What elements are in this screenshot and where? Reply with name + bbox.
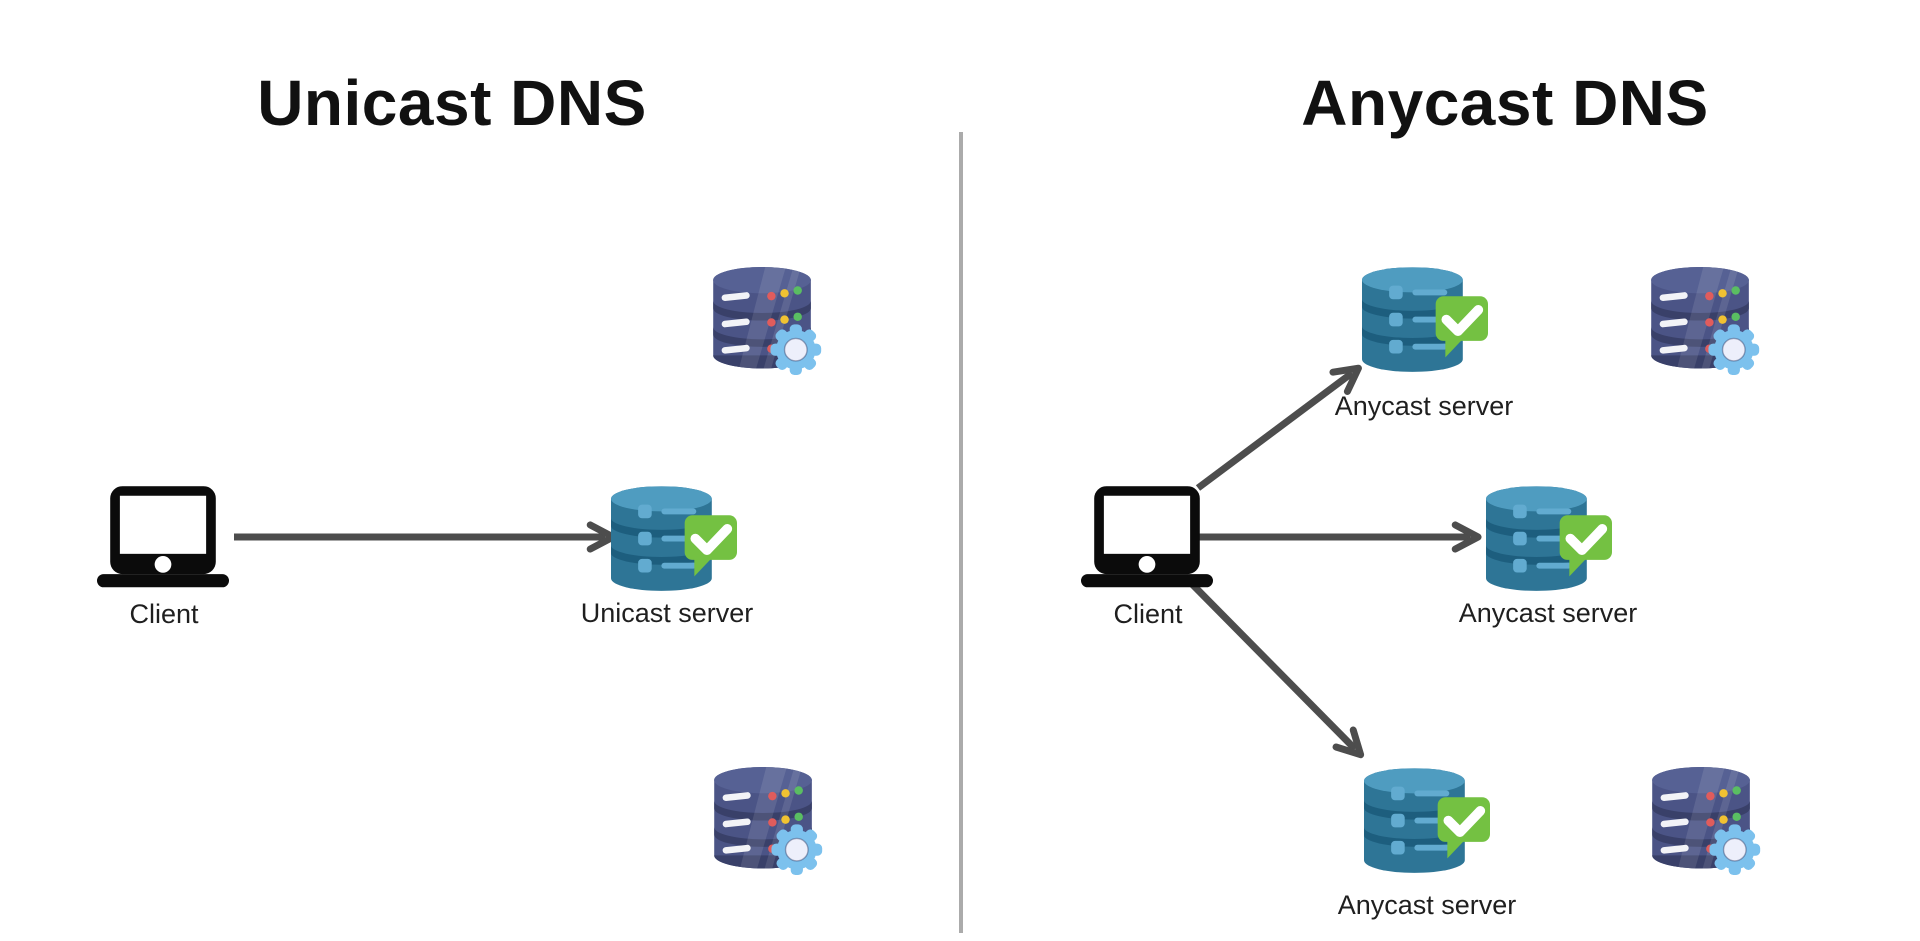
laptop-icon [1081,486,1213,590]
database-gear-icon [1652,767,1765,876]
database-gear-icon [1651,267,1764,376]
anycast-request-arrow-bottom [1187,579,1365,759]
database-check-icon [1486,486,1612,595]
unicast-server-label: Unicast server [580,598,754,628]
unicast-panel-title: Unicast DNS [257,67,647,139]
database-check-icon [1362,267,1488,376]
anycast-server-label-bottom: Anycast server [1337,890,1517,920]
unicast-client-label: Client [129,599,199,629]
database-gear-icon [713,267,826,376]
anycast-request-arrow-top [1195,364,1362,491]
anycast-client-label: Client [1113,599,1183,629]
laptop-icon [97,486,229,590]
anycast-panel-title: Anycast DNS [1301,67,1709,139]
anycast-server-label-top: Anycast server [1334,391,1514,421]
panel-divider [959,132,963,933]
database-gear-icon [714,767,827,876]
anycast-server-label-middle: Anycast server [1458,598,1638,628]
database-check-icon [611,486,737,595]
database-check-icon [1364,768,1490,877]
